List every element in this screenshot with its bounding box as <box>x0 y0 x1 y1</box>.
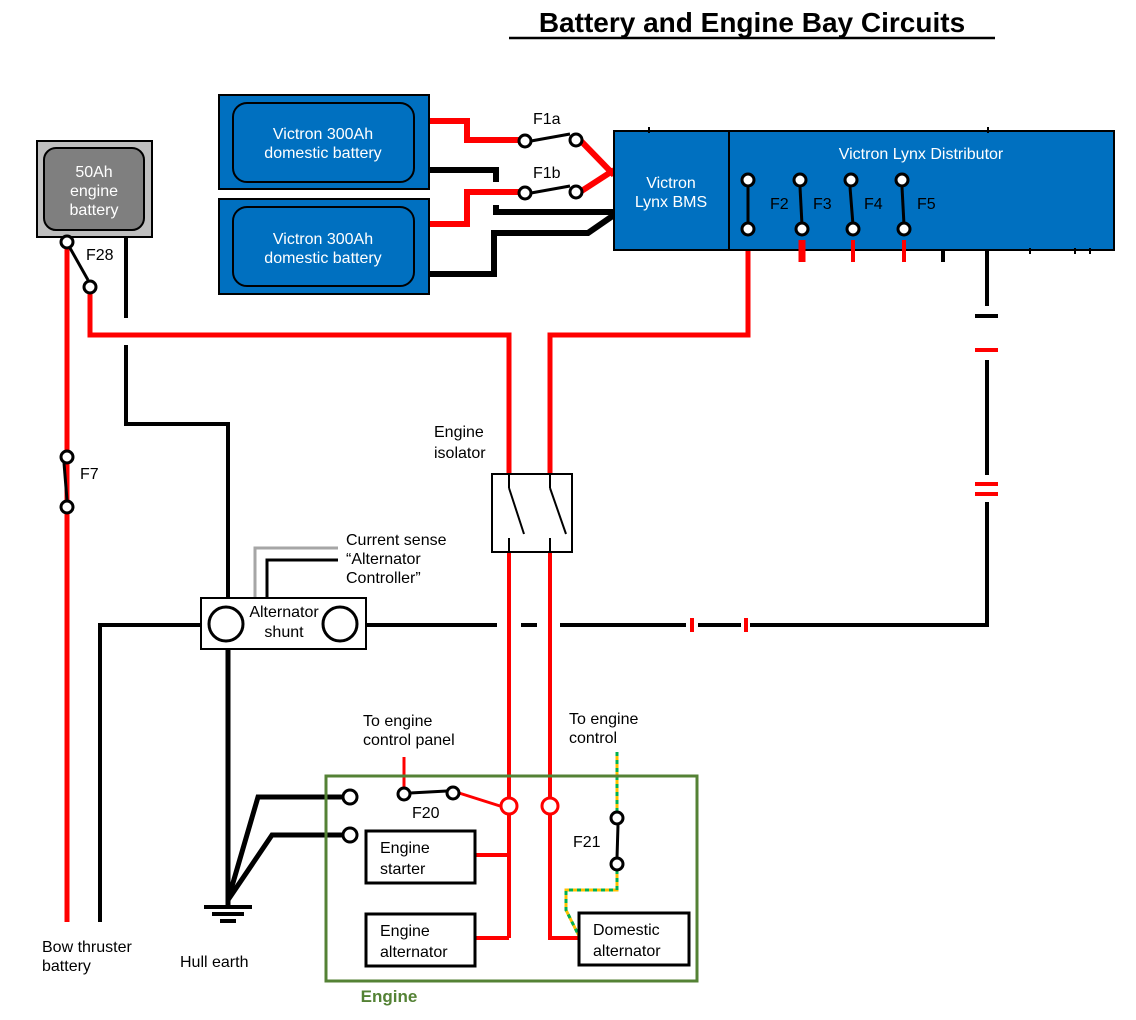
engine-alternator-label-line1: Engine <box>380 923 430 940</box>
to-engine-control-line1: To engine <box>569 711 638 728</box>
shunt-label-line2: shunt <box>264 624 304 641</box>
diagram-title: Battery and Engine Bay Circuits <box>539 7 965 38</box>
wire-batt1-negative-bms <box>493 205 614 215</box>
domestic-battery-1-label-line1: Victron 300Ah <box>273 126 373 143</box>
fuse-f1a: F1a <box>517 111 584 149</box>
wire-engine-batt-negative-shunt <box>124 345 230 613</box>
fuse-f21-label: F21 <box>573 834 601 851</box>
wire-engine-earth-1 <box>225 794 342 901</box>
fuse-f20-label: F20 <box>412 805 440 822</box>
domestic-battery-2-label-line1: Victron 300Ah <box>273 231 373 248</box>
engine-isolator-label-line2: isolator <box>434 445 486 462</box>
engine-battery-label-line2: engine <box>70 183 118 200</box>
engine-starter-box <box>364 829 477 885</box>
wire-batt2-positive <box>429 189 520 227</box>
wire-batt1-positive <box>429 118 520 143</box>
lynx-bms-label-line2: Lynx BMS <box>635 194 707 211</box>
wiring <box>64 118 998 940</box>
wire-bow-thruster-negative <box>98 623 201 922</box>
fuse-f7-label: F7 <box>80 466 99 483</box>
to-engine-control-panel-line1: To engine <box>363 713 432 730</box>
wire-current-sense-black <box>265 558 338 598</box>
fuse-f2: F2 <box>740 172 789 237</box>
fuse-f21: F21 <box>573 810 625 872</box>
hull-earth-symbol <box>204 905 252 923</box>
fuse-f5: F5 <box>894 172 936 237</box>
fuse-f1a-label: F1a <box>533 111 561 128</box>
current-sense-line2: “Alternator <box>346 551 421 568</box>
hull-earth-label: Hull earth <box>180 954 248 971</box>
wire-lynx-negative-3 <box>750 502 989 627</box>
shunt-label-line1: Alternator <box>249 604 319 621</box>
domestic-battery-2: Victron 300Ah domestic battery <box>218 198 430 295</box>
current-sense-line3: Controller” <box>346 570 421 587</box>
fuse-f20: F20 <box>396 785 461 822</box>
fuse-f28: F28 <box>59 234 114 295</box>
fuse-f3-label: F3 <box>813 196 832 213</box>
domestic-battery-2-label-line2: domestic battery <box>264 250 381 267</box>
lynx-bms-label-line1: Victron <box>646 175 696 192</box>
wire-current-sense-grey <box>253 546 338 598</box>
engine-earth-terminal-1 <box>341 788 359 806</box>
victron-lynx: Victron Lynx BMS Victron Lynx Distributo… <box>613 127 1115 262</box>
domestic-alternator-label-line1: Domestic <box>593 922 660 939</box>
to-engine-control-panel-line2: control panel <box>363 732 455 749</box>
wire-f2-isolator <box>547 250 751 474</box>
wire-f1a-bms <box>577 137 617 178</box>
fuse-f5-label: F5 <box>917 196 936 213</box>
bow-thruster-label-line2: battery <box>42 958 91 975</box>
engine-group: Engine F20 F21 Engine starter Engine alt… <box>324 774 699 1006</box>
wire-f21-domestic-alt <box>564 870 619 937</box>
wire-f20-feed <box>458 791 501 808</box>
domestic-alternator-label-line2: alternator <box>593 943 661 960</box>
engine-positive-terminal-2 <box>540 796 560 816</box>
current-sense-label: Current sense “Alternator Controller” <box>346 532 447 587</box>
engine-battery-label-line1: 50Ah <box>75 164 112 181</box>
engine-starter-label-line1: Engine <box>380 840 430 857</box>
domestic-alternator-box <box>577 911 691 967</box>
lynx-distributor-label: Victron Lynx Distributor <box>839 146 1004 163</box>
engine-alternator-box <box>364 912 477 968</box>
engine-isolator: Engine isolator <box>434 424 573 553</box>
wire-isolator-domestic-alt <box>548 552 579 940</box>
fuse-f3: F3 <box>792 172 832 237</box>
fuse-f1b-label: F1b <box>533 165 561 182</box>
fuse-f28-label: F28 <box>86 247 114 264</box>
fuse-f4: F4 <box>843 172 883 237</box>
wire-batt1-negative <box>429 167 499 182</box>
engine-positive-terminal-1 <box>499 796 519 816</box>
fuse-f7: F7 <box>59 449 99 515</box>
engine-earth-terminal-2 <box>341 826 359 844</box>
fuse-f2-label: F2 <box>770 196 789 213</box>
fuse-f1b: F1b <box>517 165 584 201</box>
fuse-f4-label: F4 <box>864 196 883 213</box>
engine-battery-label-line3: battery <box>70 202 119 219</box>
engine-group-label: Engine <box>361 987 418 1006</box>
engine-starter-label-line2: starter <box>380 861 426 878</box>
wire-f1b-bms <box>578 167 616 195</box>
engine-isolator-label-line1: Engine <box>434 424 484 441</box>
domestic-battery-1: Victron 300Ah domestic battery <box>218 94 430 190</box>
domestic-battery-1-label-line2: domestic battery <box>264 145 381 162</box>
current-sense-line1: Current sense <box>346 532 447 549</box>
engine-alternator-label-line2: alternator <box>380 944 448 961</box>
wire-batt2-negative <box>429 212 616 277</box>
bow-thruster-label-line1: Bow thruster <box>42 939 132 956</box>
engine-battery: 50Ah engine battery <box>36 140 153 238</box>
wire-engine-earth-2 <box>225 832 342 902</box>
alternator-shunt: Alternator shunt <box>200 597 367 650</box>
to-engine-control-line2: control <box>569 730 617 747</box>
wire-f28-isolator <box>87 293 512 474</box>
